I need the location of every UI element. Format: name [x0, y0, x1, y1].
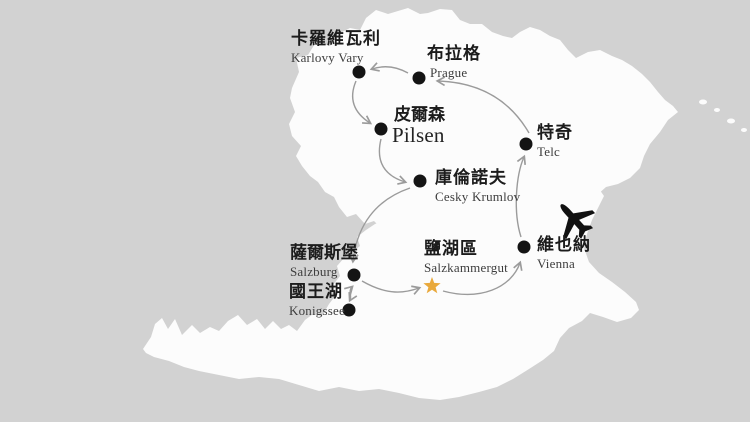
label-vienna: 維也納 Vienna	[537, 236, 591, 270]
route-cesky-krumlov-to-salzburg	[348, 187, 411, 264]
label-telc-zh: 特奇	[537, 123, 573, 142]
route-telc-to-prague	[435, 76, 530, 134]
route-salzburg-to-salzkammergut	[361, 280, 422, 295]
label-prague: 布拉格 Prague	[427, 45, 481, 79]
city-dot-prague	[412, 71, 426, 85]
label-salzburg-zh: 薩爾斯堡	[290, 243, 358, 262]
label-salzburg-en: Salzburg	[290, 264, 338, 279]
label-salzkammergut-zh: 鹽湖區	[424, 239, 478, 258]
label-cesky-krumlov-zh: 庫倫諾夫	[435, 168, 507, 187]
route-salzkammergut-to-vienna	[442, 260, 523, 296]
airplane-icon	[560, 204, 596, 240]
city-markers	[342, 65, 533, 317]
route-arrows	[344, 62, 530, 303]
city-dot-cesky-krumlov	[413, 174, 427, 188]
route-vienna-to-telc	[515, 154, 527, 238]
city-dot-pilsen	[374, 122, 388, 136]
label-salzburg: 薩爾斯堡 Salzburg	[290, 244, 358, 278]
map-czech-republic-shape	[289, 8, 678, 232]
star-marker-salzkammergut	[423, 277, 441, 294]
label-konigssee: 國王湖 Konigssee	[289, 283, 345, 317]
label-konigssee-en: Konigssee	[289, 303, 345, 318]
label-karlovy-vary-zh: 卡羅維瓦利	[291, 29, 381, 48]
label-vienna-zh: 維也納	[537, 235, 591, 254]
city-dot-vienna	[517, 240, 531, 254]
route-prague-to-karlovy-vary	[369, 62, 409, 74]
map-islets	[699, 99, 747, 132]
label-salzkammergut: 鹽湖區 Salzkammergut	[424, 240, 508, 274]
city-dot-karlovy-vary	[352, 65, 366, 79]
label-telc-en: Telc	[537, 144, 560, 159]
label-salzkammergut-en: Salzkammergut	[424, 260, 508, 275]
city-dot-telc	[519, 137, 533, 151]
route-pilsen-to-cesky-krumlov	[378, 138, 408, 185]
label-pilsen: 皮爾森 Pilsen	[392, 105, 445, 147]
label-pilsen-en: Pilsen	[392, 123, 445, 147]
label-cesky-krumlov-en: Cesky Krumlov	[435, 189, 521, 204]
label-prague-en: Prague	[430, 65, 468, 80]
label-karlovy-vary-en: Karlovy Vary	[291, 50, 364, 65]
label-vienna-en: Vienna	[537, 256, 575, 271]
city-dot-konigssee	[342, 303, 356, 317]
city-dot-salzburg	[347, 268, 361, 282]
map-austria-shape	[143, 186, 639, 400]
label-karlovy-vary: 卡羅維瓦利 Karlovy Vary	[291, 30, 381, 64]
label-prague-zh: 布拉格	[427, 44, 481, 63]
label-konigssee-zh: 國王湖	[289, 282, 343, 301]
route-karlovy-vary-to-pilsen	[352, 80, 373, 125]
route-salzburg-konigssee-roundtrip	[344, 285, 358, 303]
label-telc: 特奇 Telc	[537, 124, 573, 158]
label-pilsen-zh: 皮爾森	[394, 105, 445, 124]
label-cesky-krumlov: 庫倫諾夫 Cesky Krumlov	[435, 169, 520, 203]
